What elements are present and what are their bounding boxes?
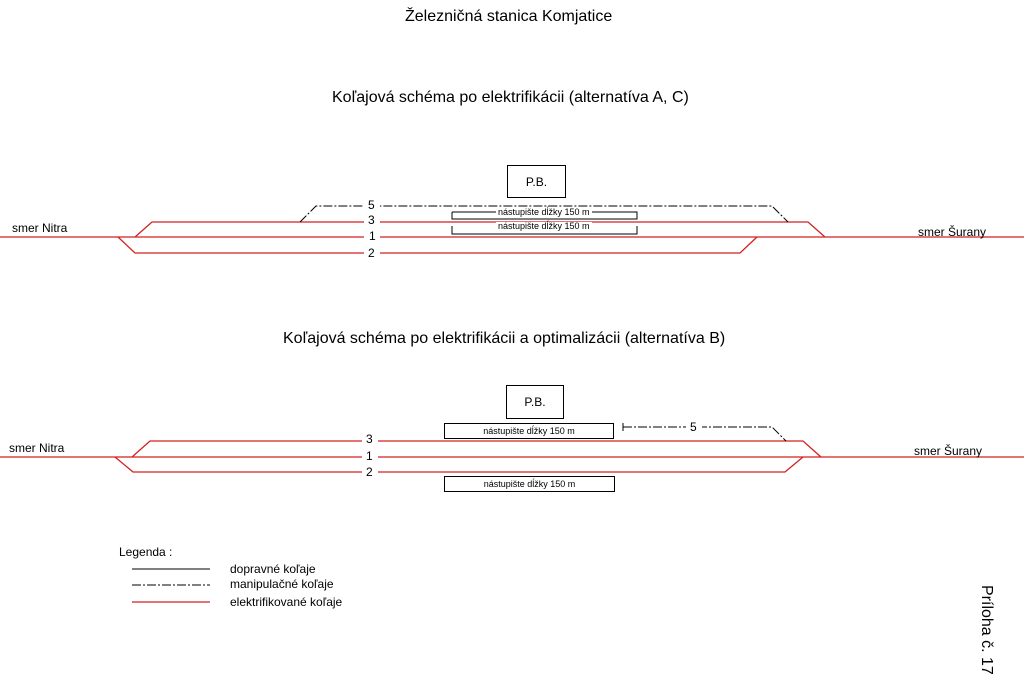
scheme-a-track-label-1: 1 [369, 229, 376, 243]
scheme-b-tracks [0, 420, 1024, 478]
scheme-b-track-label-5: 5 [690, 420, 697, 434]
scheme-b-title: Koľajová schéma po elektrifikácii a opti… [283, 330, 726, 347]
scheme-a-platform-2-outline [451, 226, 638, 235]
scheme-b-track-2 [114, 456, 804, 473]
scheme-b-direction-left: smer Nitra [9, 441, 65, 455]
scheme-a-track-2 [117, 236, 758, 254]
legend-lines [132, 568, 210, 603]
scheme-a-track-3 [134, 221, 826, 238]
legend-item-transport: dopravné koľaje [230, 562, 316, 576]
legend-item-manipulation: manipulačné koľaje [230, 577, 334, 591]
scheme-b-track-label-3: 3 [366, 432, 373, 446]
annex-label: Príloha č. 17 [978, 585, 995, 675]
scheme-a-track-label-2: 2 [368, 246, 375, 260]
scheme-b-direction-right: smer Šurany [914, 444, 983, 458]
scheme-a-track-label-5: 5 [368, 198, 375, 212]
legend-item-electrified: elektrifikované koľaje [230, 595, 343, 609]
scheme-a-direction-right: smer Šurany [918, 225, 987, 239]
scheme-b-track-5 [623, 426, 787, 442]
legend-heading: Legenda : [119, 545, 173, 559]
scheme-b-track-label-2: 2 [366, 465, 373, 479]
scheme-a-title: Koľajová schéma po elektrifikácii (alter… [332, 89, 689, 106]
scheme-b-building: P.B. [506, 385, 564, 419]
scheme-a-track-5 [299, 205, 789, 223]
page-title: Železničná stanica Komjatice [405, 8, 613, 25]
scheme-b-track-label-1: 1 [366, 449, 373, 463]
scheme-b-platform-1: nástupište dĺžky 150 m [444, 423, 614, 439]
scheme-a-tracks [0, 198, 1024, 259]
scheme-b-track-3 [131, 440, 822, 458]
scheme-a-platform-1-label: nástupište dĺžky 150 m [496, 207, 592, 217]
scheme-a-building: P.B. [507, 165, 566, 198]
scheme-b-platform-2: nástupište dĺžky 150 m [444, 476, 615, 492]
scheme-a-platform-2-label: nástupište dĺžky 150 m [496, 221, 592, 231]
scheme-a-direction-left: smer Nitra [12, 221, 68, 235]
scheme-a-track-label-3: 3 [368, 213, 375, 227]
